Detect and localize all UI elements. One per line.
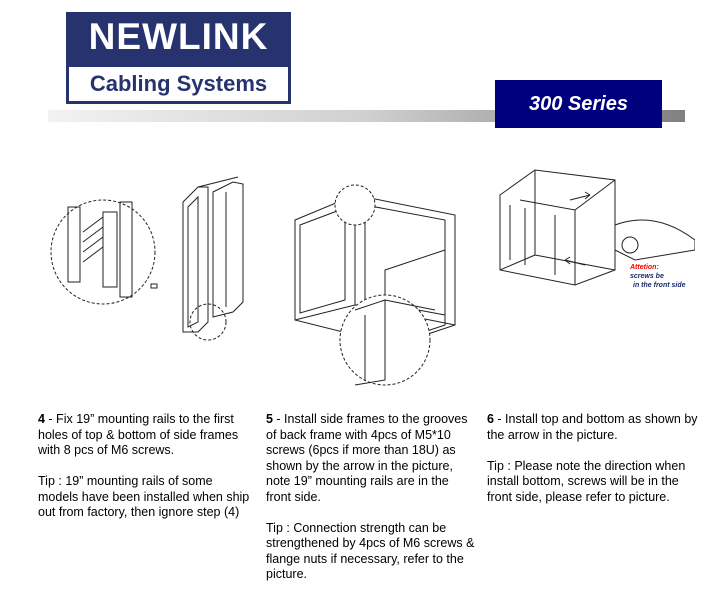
logo-line2: Cabling Systems — [69, 67, 288, 101]
figure-step6 — [499, 169, 695, 286]
step-4: 4 - Fix 19” mounting rails to the first … — [38, 412, 253, 536]
step-text: - Install side frames to the grooves of … — [266, 412, 468, 504]
logo-line1: NEWLINK — [88, 16, 269, 57]
attention-note: Attetion: screws be in the front side — [630, 263, 686, 290]
step-6: 6 - Install top and bottom as shown by t… — [487, 412, 702, 521]
step-tip: Tip : Please note the direction when ins… — [487, 458, 686, 504]
attention-line1: screws be — [630, 273, 664, 280]
step-tip: Tip : 19” mounting rails of some models … — [38, 474, 250, 519]
attention-line2: in the front side — [633, 282, 686, 289]
step-text: - Install top and bottom as shown by the… — [487, 412, 698, 442]
series-banner: 300 Series — [495, 80, 662, 128]
figure-step5 — [294, 184, 456, 386]
attention-title: Attetion: — [630, 264, 659, 271]
step-5: 5 - Install side frames to the grooves o… — [266, 412, 476, 598]
step-number: 4 — [38, 412, 45, 426]
step-tip: Tip : Connection strength can be strengt… — [266, 520, 475, 582]
step-number: 5 — [266, 412, 273, 426]
step-number: 6 — [487, 412, 494, 426]
newlink-logo: NEWLINK Cabling Systems — [66, 12, 291, 104]
step-text: - Fix 19” mounting rails to the first ho… — [38, 412, 239, 457]
figure-step4 — [50, 176, 244, 341]
